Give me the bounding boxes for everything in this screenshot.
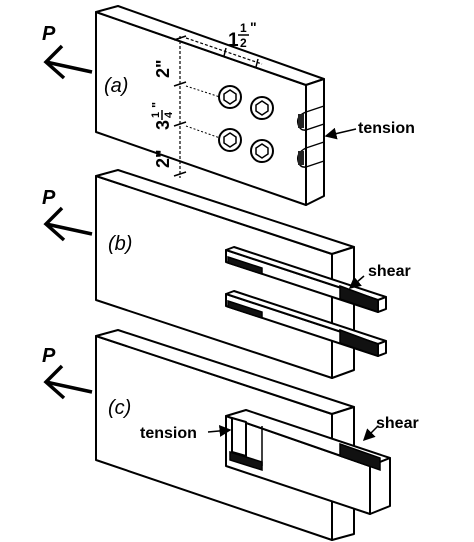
- panel-a-notch-upper-shade: [298, 114, 304, 128]
- dim-tick: [173, 121, 187, 127]
- dim-tick: [255, 58, 259, 68]
- force-arrow-icon: [43, 44, 93, 80]
- panel-b-force-label: P: [42, 187, 56, 209]
- panel-c-shear-inner: [229, 450, 263, 472]
- panel-b-shear-lower-inner: [227, 299, 263, 320]
- panel-b-shear-upper: [339, 284, 379, 314]
- dim-tick: [173, 35, 187, 41]
- bolt-group: [218, 85, 274, 163]
- panel-c-label: (c): [108, 397, 131, 419]
- dim-mid-den: 4: [163, 111, 175, 118]
- dim-line-top: [185, 37, 263, 65]
- panel-b-callout: shear: [368, 263, 411, 280]
- panel-a-force-label: P: [42, 23, 56, 45]
- panel-c: P (c) tension shear: [42, 329, 419, 541]
- panel-a-callout: tension: [358, 120, 415, 137]
- dim-top-whole: 1: [228, 30, 239, 51]
- panel-b-strip-upper-end: [377, 296, 387, 313]
- callout-arrow: [348, 275, 365, 289]
- dim-lower-label: 2": [153, 149, 173, 168]
- panel-b: P (b) shear: [42, 169, 411, 379]
- panel-a-notch-lower-shade: [298, 151, 304, 165]
- panel-b-shear-lower: [339, 328, 379, 358]
- callout-arrow: [324, 127, 357, 140]
- dim-top-label: 1 1 2 ": [228, 19, 257, 51]
- bolt-icon: [250, 96, 274, 120]
- panel-a-label: (a): [104, 75, 128, 97]
- panel-a-plate-end: [305, 78, 325, 206]
- panel-b-strip-lower-end: [377, 340, 387, 357]
- dim-tick: [173, 171, 187, 177]
- panel-c-shear-face: [339, 442, 381, 472]
- dim-top-unit: ": [250, 19, 257, 35]
- bolt-icon: [250, 139, 274, 163]
- force-arrow-icon: [43, 206, 93, 242]
- panel-b-label: (b): [108, 233, 132, 255]
- dim-mid-whole: 3: [153, 120, 173, 130]
- panel-b-plate-end: [331, 246, 355, 379]
- dim-tick: [223, 47, 227, 57]
- dim-mid-unit: ": [149, 102, 164, 108]
- panel-c-block-end: [369, 457, 391, 515]
- dim-tick: [173, 81, 187, 87]
- dim-mid-label: 3 1 4 ": [149, 102, 175, 130]
- dim-top-num: 1: [240, 21, 247, 35]
- panel-c-force-label: P: [42, 345, 56, 367]
- dim-leader: [185, 85, 221, 98]
- panel-b-shear-upper-inner: [227, 255, 263, 276]
- callout-arrow: [207, 424, 232, 437]
- dim-upper-label: 2": [153, 59, 173, 78]
- force-arrow-icon: [43, 364, 93, 400]
- panel-a: 1 1 2 " 2" 3 1 4 " 2" P (a) tension: [42, 5, 415, 206]
- callout-arrow: [362, 425, 379, 442]
- bolt-icon: [218, 128, 242, 152]
- bolt-icon: [218, 85, 242, 109]
- panel-c-callout-right: shear: [376, 415, 419, 432]
- dim-top-den: 2: [240, 36, 247, 50]
- dim-mid-num: 1: [150, 112, 162, 118]
- panel-c-tension-face: [231, 417, 247, 457]
- panel-c-callout-left: tension: [140, 425, 197, 442]
